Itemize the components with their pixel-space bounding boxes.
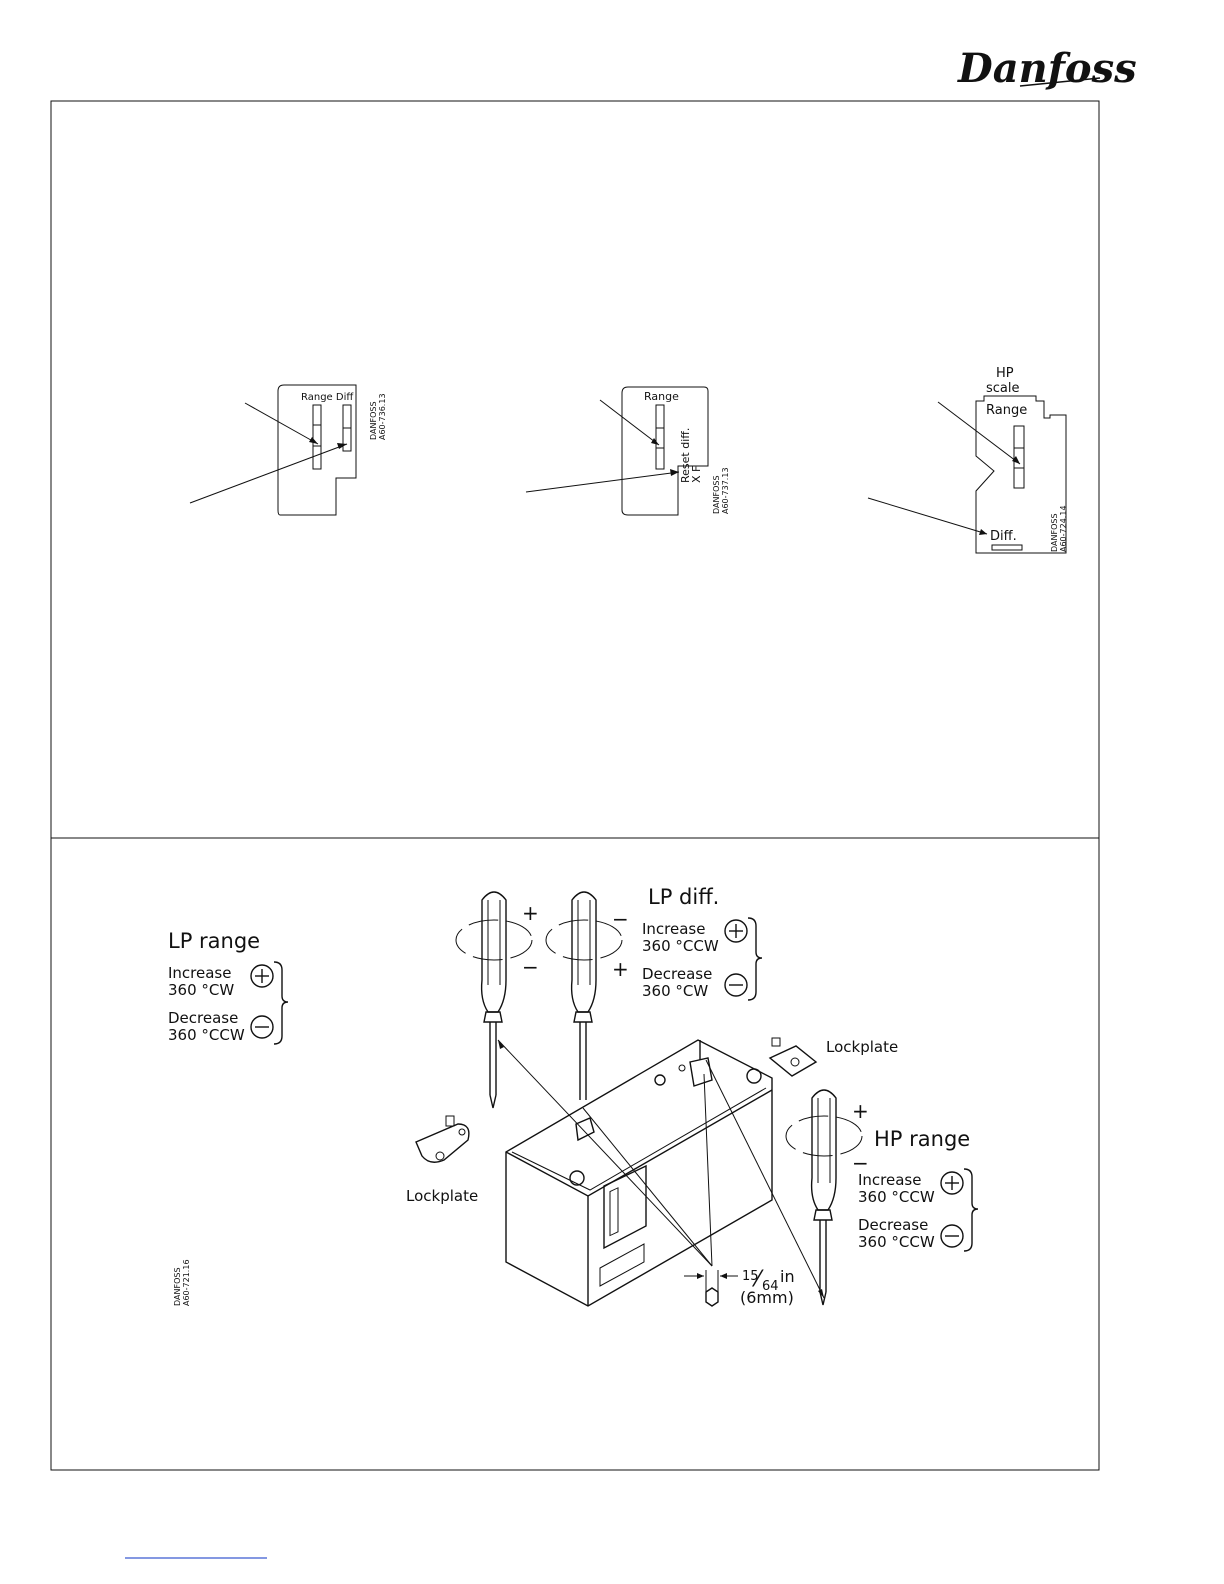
svg-text:Decrease: Decrease (858, 1216, 928, 1234)
hp-range-block: HP range Increase 360 °CCW Decrease 360 … (858, 1127, 979, 1252)
pressure-switch-device (505, 1039, 773, 1307)
svg-text:in: in (780, 1267, 795, 1286)
svg-text:Increase: Increase (858, 1171, 921, 1189)
hp-label: HP (996, 366, 1014, 381)
hp-range-title: HP range (874, 1127, 970, 1151)
svg-text:360 °CW: 360 °CW (168, 981, 234, 999)
svg-text:360 °CW: 360 °CW (642, 982, 708, 1000)
lp-diff-title: LP diff. (648, 885, 719, 909)
screwdriver-icon: − + (545, 891, 629, 1100)
svg-text:A60-737.13: A60-737.13 (721, 467, 730, 514)
plus-circle-icon (724, 919, 748, 943)
svg-text:Danfoss: Danfoss (957, 45, 1137, 92)
screwdriver-icon: + − (785, 1089, 869, 1306)
top-panel-frame (50, 100, 1100, 839)
svg-text:(6mm): (6mm) (740, 1288, 794, 1307)
scale-diagram-b: Range Reset diff. X F DANFOSS A60-737.13 (525, 386, 730, 516)
svg-text:+: + (852, 1099, 869, 1123)
svg-text:64: 64 (762, 1279, 779, 1294)
svg-text:Increase: Increase (642, 920, 705, 938)
minus-circle-icon (724, 973, 748, 997)
range-diff-label: Range Diff (301, 392, 354, 403)
xf-label: X F (690, 466, 703, 483)
diagram-code-b: DANFOSS (712, 475, 721, 514)
svg-text:A60-736.13: A60-736.13 (378, 393, 387, 440)
svg-text:A60-724.14: A60-724.14 (1059, 505, 1068, 552)
reset-diff-label: Reset diff. (679, 428, 692, 483)
svg-text:Decrease: Decrease (168, 1009, 238, 1027)
diagram-code-c: DANFOSS (1050, 513, 1059, 552)
lp-diff-block: LP diff. Increase 360 °CCW Decrease 360 … (642, 885, 763, 1001)
danfoss-logo: Danfoss (957, 45, 1137, 92)
scale-diagram-a: Range Diff DANFOSS A60-736.13 (189, 384, 387, 516)
lp-range-block: LP range Increase 360 °CW Decrease 360 °… (168, 929, 289, 1045)
minus-circle-icon (250, 1015, 274, 1039)
svg-text:15: 15 (742, 1269, 759, 1284)
svg-text:−: − (522, 955, 539, 979)
range-label-c: Range (986, 403, 1027, 418)
screwdriver-icon: + − (455, 891, 539, 1109)
svg-text:+: + (522, 901, 539, 925)
svg-text:Lockplate: Lockplate (406, 1187, 478, 1205)
svg-text:Increase: Increase (168, 964, 231, 982)
scale-label: scale (986, 381, 1020, 396)
svg-text:DANFOSS: DANFOSS (173, 1267, 182, 1306)
svg-text:Lockplate: Lockplate (826, 1038, 898, 1056)
svg-text:360 °CCW: 360 °CCW (858, 1188, 935, 1206)
svg-text:360 °CCW: 360 °CCW (858, 1233, 935, 1251)
svg-text:A60-721.16: A60-721.16 (182, 1259, 191, 1306)
bottom-panel-frame (50, 837, 1100, 1471)
plus-circle-icon (940, 1171, 964, 1195)
svg-text:−: − (612, 907, 629, 931)
hex-key-icon (684, 1270, 738, 1307)
lockplate-right: Lockplate (768, 1037, 898, 1077)
plus-circle-icon (250, 964, 274, 988)
diagram-code-bottom: DANFOSS A60-721.16 (173, 1259, 191, 1306)
svg-text:+: + (612, 957, 629, 981)
diagram-code-a: DANFOSS (369, 401, 378, 440)
svg-text:360 °CCW: 360 °CCW (168, 1026, 245, 1044)
svg-text:360 °CCW: 360 °CCW (642, 937, 719, 955)
diff-label-c: Diff. (990, 529, 1017, 544)
svg-text:−: − (852, 1151, 869, 1175)
lockplate-left: Lockplate (406, 1115, 478, 1205)
scale-diagram-c: HP scale Range Diff. DANFOSS A60-724.14 (867, 366, 1068, 554)
range-label-b: Range (644, 390, 679, 403)
lp-range-title: LP range (168, 929, 260, 953)
svg-text:Decrease: Decrease (642, 965, 712, 983)
minus-circle-icon (940, 1224, 964, 1248)
